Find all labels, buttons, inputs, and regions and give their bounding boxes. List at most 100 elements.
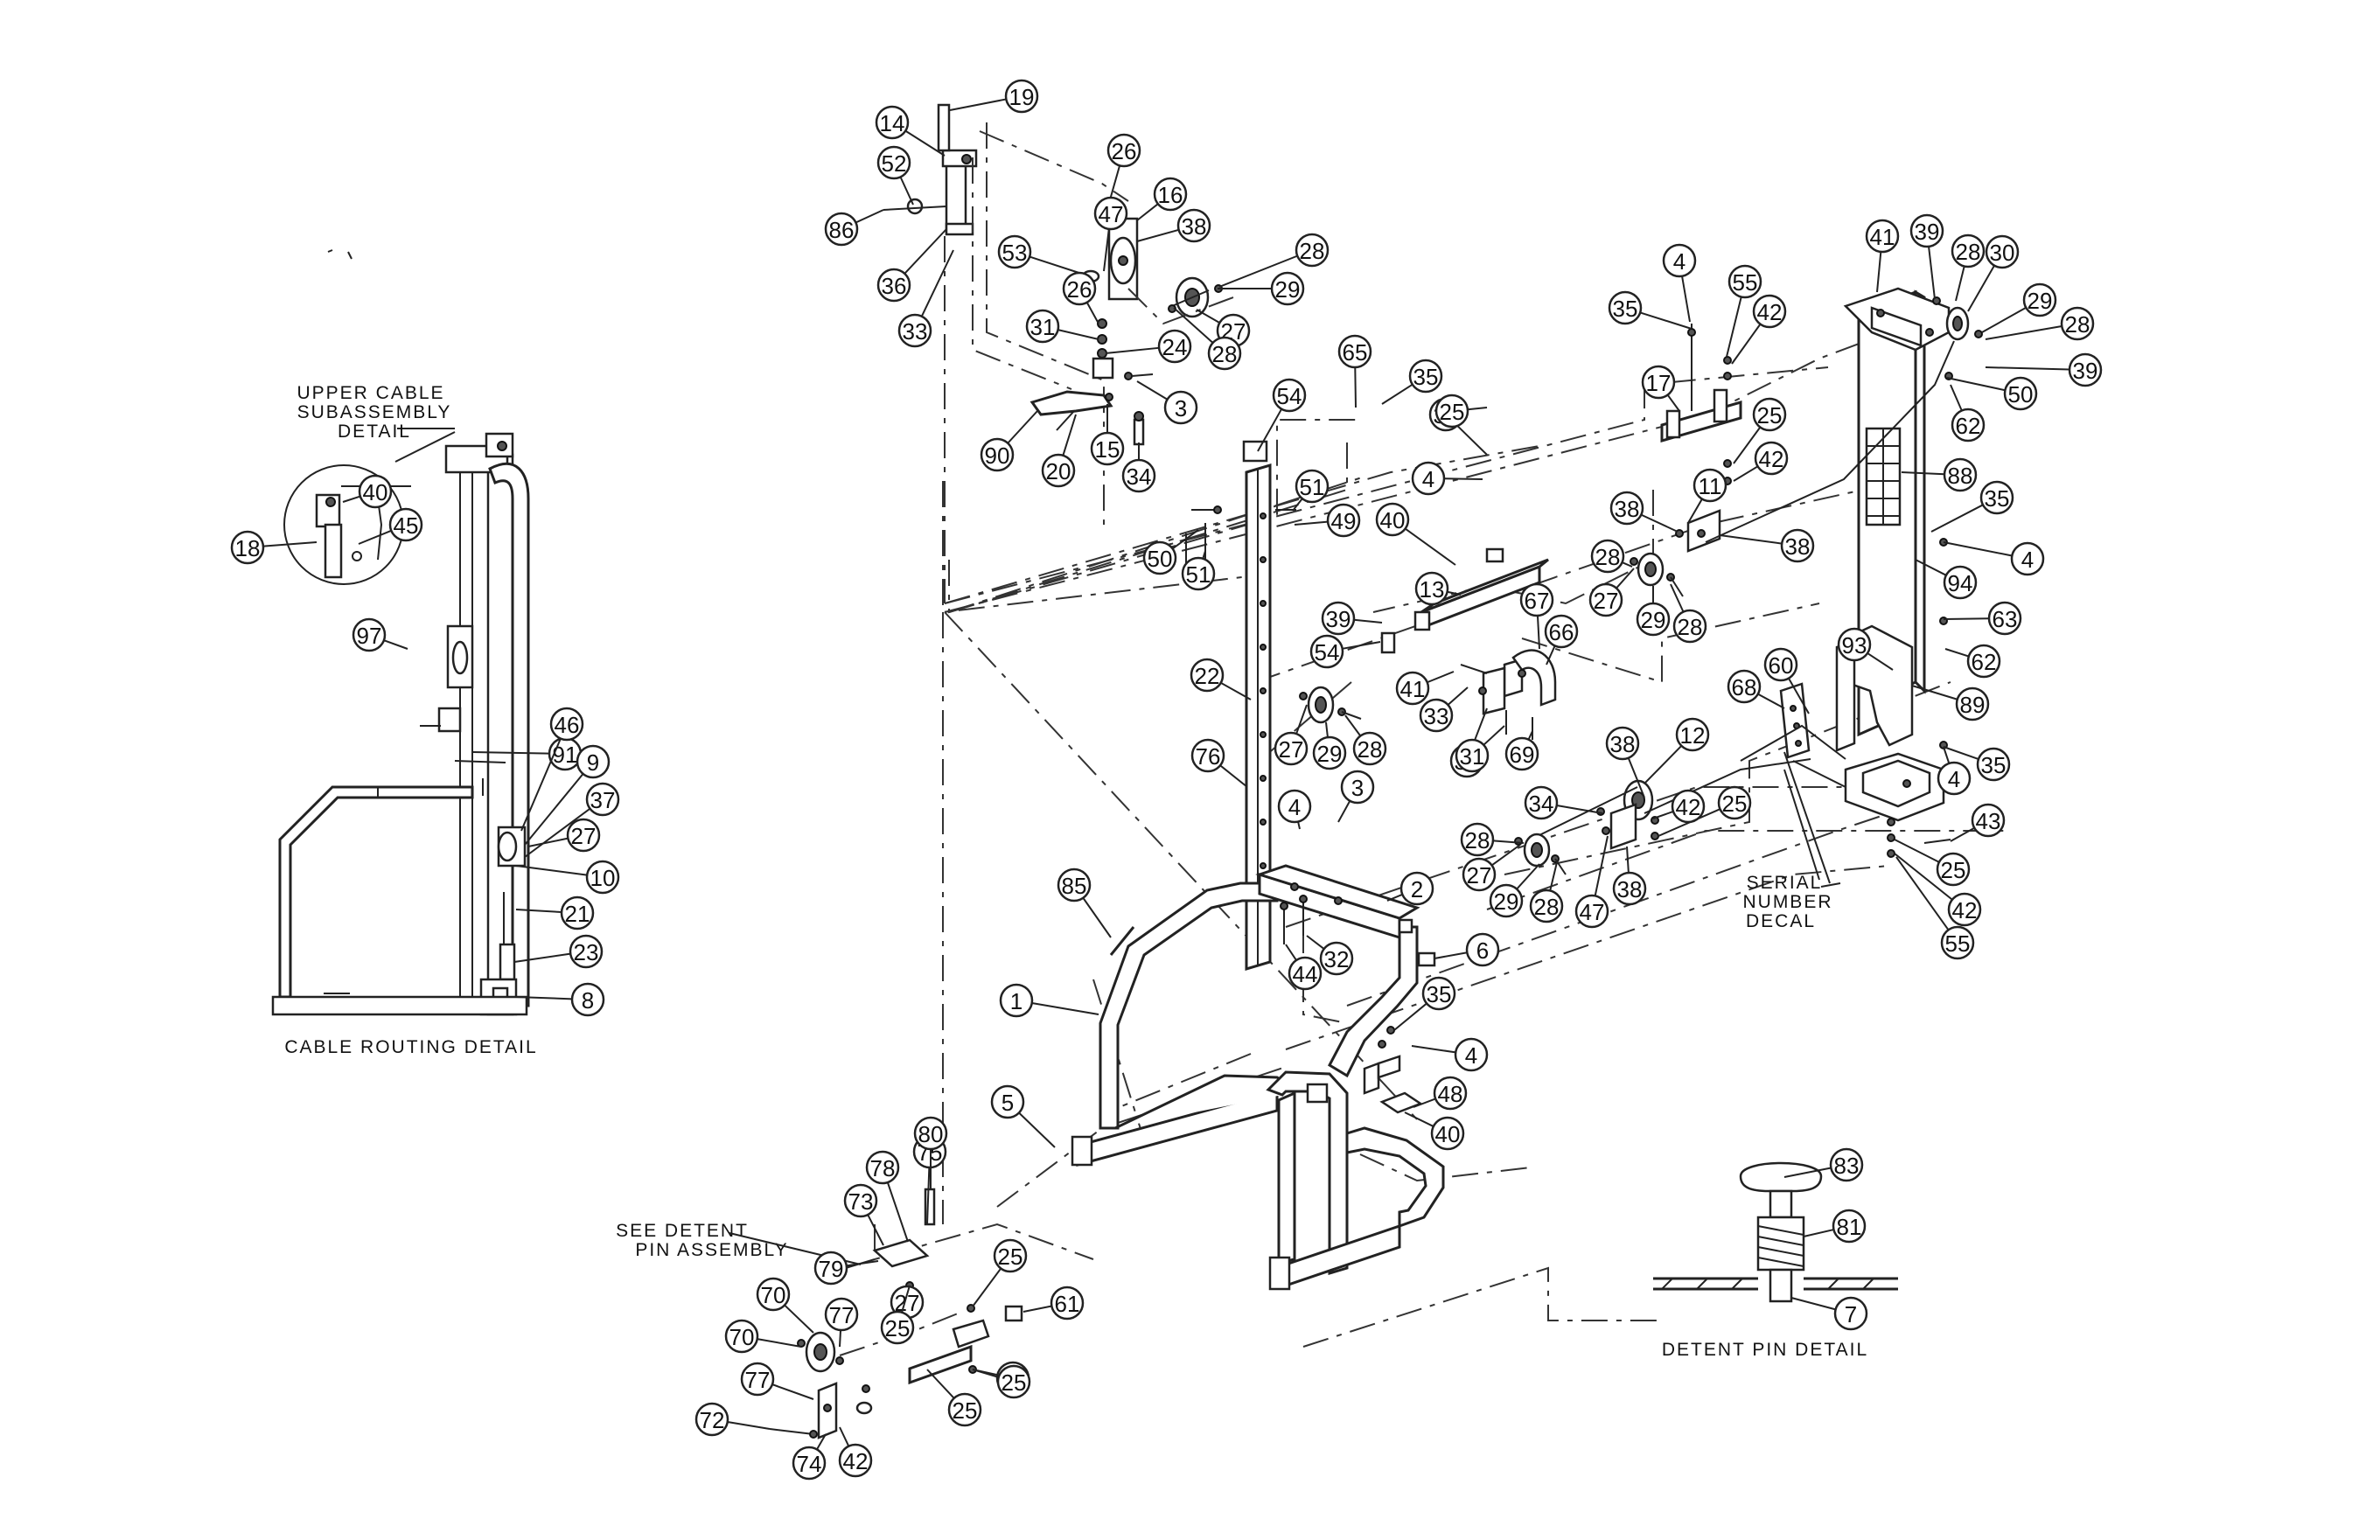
callout-number: 34 xyxy=(1127,463,1152,490)
callout-circle xyxy=(1454,1037,1489,1072)
callout-circle xyxy=(1455,738,1490,773)
callout-81: 81 xyxy=(1803,1209,1867,1244)
callout-number: 28 xyxy=(1212,341,1238,367)
callout-number: 74 xyxy=(797,1451,822,1477)
callout-leader xyxy=(1895,856,1950,930)
callout-47: 47 xyxy=(1093,196,1128,272)
callout-number: 35 xyxy=(1427,981,1452,1007)
callout-26: 26 xyxy=(1106,133,1141,204)
callout-circle xyxy=(1419,698,1454,733)
callout-27: 27 xyxy=(527,818,601,853)
callout-leader xyxy=(1325,721,1329,738)
callout-circle xyxy=(1752,294,1787,329)
callout-leader xyxy=(1447,686,1469,706)
callout-number: 22 xyxy=(1195,663,1220,689)
callout-93: 93 xyxy=(1837,627,1894,671)
callout-circle xyxy=(1181,556,1216,591)
callout-47: 47 xyxy=(1574,835,1609,929)
callout-number: 3 xyxy=(1175,395,1187,422)
callout-circle xyxy=(1605,726,1640,761)
callout-number: 11 xyxy=(1699,473,1722,499)
callout-circle xyxy=(1672,609,1707,644)
callout-18: 18 xyxy=(230,530,318,565)
callout-number: 30 xyxy=(1990,240,2015,266)
callout-number: 79 xyxy=(819,1256,844,1282)
callout-number: 77 xyxy=(829,1302,855,1328)
callout-number: 51 xyxy=(1186,561,1211,588)
callout-leader xyxy=(1492,840,1525,844)
callout-number: 54 xyxy=(1277,383,1302,409)
callout-62: 62 xyxy=(1950,384,1986,442)
note-upper-cable-line-2: SUBASSEMBLY xyxy=(297,402,452,422)
callout-31: 31 xyxy=(1025,309,1099,344)
callout-28: 28 xyxy=(1951,233,1986,302)
callout-number: 39 xyxy=(2073,358,2098,384)
callout-number: 1 xyxy=(1010,988,1022,1014)
note-upper-cable-line-3: DETAIL xyxy=(338,422,411,442)
callout-number: 25 xyxy=(998,1244,1023,1270)
callout-circle xyxy=(1947,892,1982,927)
callout-circle xyxy=(1936,852,1971,887)
callout-circle xyxy=(1693,468,1727,503)
callout-leader xyxy=(1894,839,1940,863)
callout-circle xyxy=(1524,785,1559,820)
callout-leader xyxy=(839,1426,850,1447)
callout-leader xyxy=(1294,520,1329,526)
callout-leader xyxy=(1393,1002,1427,1031)
callout-number: 46 xyxy=(555,712,580,738)
callout-number: 25 xyxy=(953,1397,978,1424)
callout-number: 9 xyxy=(587,749,599,776)
callout-circle xyxy=(2010,541,2045,576)
callout-leader xyxy=(1022,1305,1052,1313)
callout-leader xyxy=(1516,863,1540,890)
callout-77: 77 xyxy=(740,1362,814,1400)
callout-circle xyxy=(1093,196,1128,231)
callout-leader xyxy=(1985,325,2062,340)
callout-circle xyxy=(1985,234,2020,269)
note-upper-cable-line-1: UPPER CABLE xyxy=(297,383,444,403)
callout-28: 28 xyxy=(1173,307,1242,371)
callout-circle xyxy=(1277,789,1312,824)
cross-arm-assembly xyxy=(1299,547,1557,740)
callout-leader xyxy=(1536,615,1540,650)
callout-25: 25 xyxy=(880,1285,915,1345)
callout-circle xyxy=(1121,458,1156,493)
callout-29: 29 xyxy=(1981,282,2057,333)
callout-leader xyxy=(727,1420,771,1430)
callout-25: 25 xyxy=(926,1369,982,1427)
callout-leader xyxy=(1955,266,1965,302)
callout-number: 29 xyxy=(1641,607,1666,633)
callout-51: 51 xyxy=(1181,550,1216,591)
callout-number: 18 xyxy=(235,535,261,561)
callout-35: 35 xyxy=(1608,290,1693,330)
callout-leader xyxy=(1985,366,2070,371)
callout-number: 42 xyxy=(843,1448,869,1474)
callout-number: 69 xyxy=(1510,742,1535,768)
callout-circle xyxy=(1937,761,1972,796)
callout-circle xyxy=(1430,1116,1465,1151)
callout-circle xyxy=(824,1297,859,1332)
callout-number: 68 xyxy=(1732,674,1757,700)
callout-42: 42 xyxy=(1733,441,1789,482)
callout-number: 24 xyxy=(1162,334,1188,360)
callout-number: 83 xyxy=(1834,1153,1860,1179)
callout-number: 13 xyxy=(1420,576,1445,603)
note-serial-line-2: NUMBER xyxy=(1742,892,1832,912)
callout-number: 42 xyxy=(1757,299,1783,325)
callout-31: 31 xyxy=(1455,725,1505,773)
callout-circle xyxy=(1272,378,1307,413)
callout-54: 54 xyxy=(1257,378,1307,452)
callout-number: 53 xyxy=(1002,240,1028,266)
callout-42: 42 xyxy=(838,1426,873,1478)
callout-66: 66 xyxy=(1544,614,1579,665)
callout-52: 52 xyxy=(876,145,914,206)
callout-number: 2 xyxy=(1411,876,1423,902)
callout-leader xyxy=(1876,251,1882,293)
callout-number: 27 xyxy=(571,823,597,849)
callout-leader xyxy=(1652,811,1674,819)
callout-leader xyxy=(524,807,591,858)
callout-leader xyxy=(515,909,562,913)
callout-leader xyxy=(1411,1045,1456,1054)
callout-circle xyxy=(570,982,605,1017)
callout-circle xyxy=(1062,271,1097,306)
